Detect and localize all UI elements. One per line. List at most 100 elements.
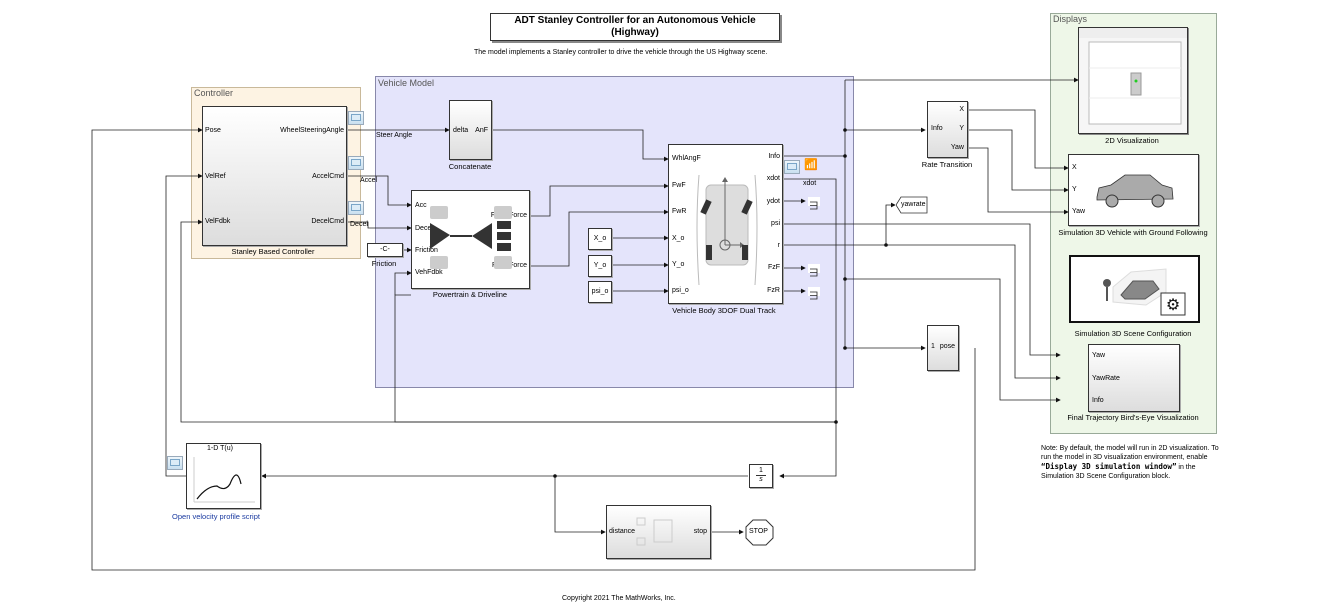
port-be-yawrate: YawRate — [1092, 375, 1120, 382]
terminator-ydot — [808, 197, 820, 210]
concatenate-caption: Concatenate — [448, 162, 492, 171]
stop-block[interactable]: STOP — [745, 519, 774, 546]
integrator-block[interactable]: 1 s — [749, 464, 773, 488]
port-info: Info — [768, 153, 780, 160]
signal-viewer-icon[interactable] — [348, 201, 364, 215]
scene-config-caption: Simulation 3D Scene Configuration — [1074, 329, 1192, 338]
rate-transition-block[interactable]: Info X Y Yaw — [927, 101, 968, 158]
port-x-o: X_o — [672, 235, 685, 242]
sim3d-vehicle-caption: Simulation 3D Vehicle with Ground Follow… — [1058, 228, 1208, 237]
friction-constant-block[interactable]: -C- — [367, 243, 403, 257]
signal-label-accel: Accel — [360, 177, 378, 184]
displays-area-title: Displays — [1053, 14, 1088, 24]
pose-block[interactable]: 1 pose — [927, 325, 959, 371]
title-box: ADT Stanley Controller for an Autonomous… — [490, 13, 780, 41]
signal-viewer-icon[interactable] — [167, 456, 183, 470]
note-part1: Note: By default, the model will run in … — [1041, 445, 1219, 461]
y-o-block[interactable]: Y_o — [588, 255, 612, 277]
open-velocity-profile-link[interactable]: Open velocity profile script — [172, 512, 260, 521]
terminator-fzf — [808, 264, 820, 277]
lookup-table-block[interactable]: 1-D T(u) — [186, 443, 261, 509]
port-decelcmd: DecelCmd — [311, 218, 344, 225]
goto-tag-label: yawrate — [901, 201, 926, 208]
port-sim3d-x: X — [1072, 164, 1077, 171]
note-code: “Display 3D simulation window” — [1041, 462, 1177, 471]
port-distance: distance — [609, 528, 636, 535]
svg-text:⚙: ⚙ — [1166, 297, 1180, 314]
vis2d-block[interactable] — [1078, 27, 1188, 134]
port-sim3d-y: Y — [1072, 186, 1077, 193]
stop-condition-subsystem[interactable]: distance stop — [606, 505, 711, 559]
vehicle-body-block[interactable]: WhlAngF FwF FwR X_o Y_o psi_o Info xdot … — [668, 144, 783, 304]
scene-3d-icon: ⚙ — [1103, 268, 1186, 316]
scene-config-block[interactable]: ⚙ — [1069, 255, 1200, 323]
port-whlangf: WhlAngF — [672, 155, 701, 162]
signal-label-decel: Decel — [350, 221, 368, 228]
signal-label-xdot: xdot — [803, 180, 817, 187]
port-x-out: X — [959, 106, 964, 113]
port-velref: VelRef — [205, 173, 226, 180]
stanley-controller-caption: Stanley Based Controller — [231, 247, 315, 256]
concatenate-block[interactable]: delta AnF — [449, 100, 492, 160]
vis2d-caption: 2D Visualization — [1105, 136, 1159, 145]
port-y-o: Y_o — [672, 261, 685, 268]
terminator-fzr — [808, 287, 820, 300]
note-text: Note: By default, the model will run in … — [1041, 444, 1227, 481]
driveline-icon — [430, 206, 512, 269]
copyright: Copyright 2021 The MathWorks, Inc. — [562, 595, 676, 602]
psi-o-block[interactable]: psi_o — [588, 281, 612, 303]
port-sim3d-yaw: Yaw — [1072, 208, 1086, 215]
pose-in: 1 — [931, 343, 935, 350]
goto-yawrate-tag[interactable]: yawrate — [896, 196, 928, 214]
vehicle-model-area-title: Vehicle Model — [378, 78, 435, 88]
title-line2: (Highway) — [611, 27, 659, 38]
signal-viewer-icon[interactable] — [348, 111, 364, 125]
port-ydot: ydot — [766, 198, 780, 205]
stop-label: STOP — [749, 528, 768, 535]
port-delta: delta — [453, 127, 469, 134]
birds-eye-caption: Final Trajectory Bird's-Eye Visualizatio… — [1067, 413, 1199, 422]
signal-viewer-icon[interactable] — [784, 160, 800, 174]
sim3d-vehicle-block[interactable]: X Y Yaw — [1068, 154, 1199, 226]
signal-viewer-icon[interactable] — [348, 156, 364, 170]
stanley-controller-block[interactable]: Pose VelRef VelFdbk WheelSteeringAngle A… — [202, 106, 347, 246]
port-be-yaw: Yaw — [1092, 352, 1106, 359]
title-line1: ADT Stanley Controller for an Autonomous… — [514, 15, 756, 26]
integrator-num: 1 — [756, 467, 766, 476]
lookup-curve-icon — [193, 457, 255, 503]
psi-o-label: psi_o — [591, 288, 609, 295]
port-fwr: FwR — [672, 208, 687, 215]
port-fwf: FwF — [672, 182, 686, 189]
port-decel: Decel — [415, 225, 433, 232]
x-o-block[interactable]: X_o — [588, 228, 612, 250]
powertrain-caption: Powertrain & Driveline — [432, 290, 508, 299]
wireless-signal-icon: 📶 — [804, 159, 818, 171]
x-o-label: X_o — [593, 235, 607, 242]
birds-eye-block[interactable]: Yaw YawRate Info — [1088, 344, 1180, 412]
port-wheelsteeringangle: WheelSteeringAngle — [280, 127, 344, 134]
car-icon — [1096, 174, 1174, 208]
port-yaw-out: Yaw — [950, 144, 964, 151]
friction-value: -C- — [380, 246, 390, 253]
controller-area-title: Controller — [194, 88, 234, 98]
port-psi-o: psi_o — [672, 287, 689, 294]
powertrain-driveline-block[interactable]: Acc Decel Friction VehFdbk Front Force R… — [411, 190, 530, 289]
port-r: r — [777, 242, 780, 249]
port-friction: Friction — [415, 247, 438, 254]
port-anf: AnF — [475, 127, 488, 134]
port-vehfdbk: VehFdbk — [415, 269, 443, 276]
subsystem-icon — [636, 517, 673, 546]
vehicle-top-view-icon — [696, 174, 758, 286]
port-pose: Pose — [205, 127, 221, 134]
vehicle-body-caption: Vehicle Body 3DOF Dual Track — [672, 306, 776, 315]
port-info-in: Info — [931, 125, 943, 132]
port-be-info: Info — [1092, 397, 1104, 404]
port-stop: stop — [693, 528, 707, 535]
pose-out: pose — [939, 343, 955, 350]
signal-label-steer-angle: Steer Angle — [376, 132, 413, 139]
port-accelcmd: AccelCmd — [312, 173, 344, 180]
friction-caption: Friction — [371, 259, 397, 268]
y-o-label: Y_o — [593, 262, 607, 269]
integrator-den: s — [759, 476, 763, 483]
